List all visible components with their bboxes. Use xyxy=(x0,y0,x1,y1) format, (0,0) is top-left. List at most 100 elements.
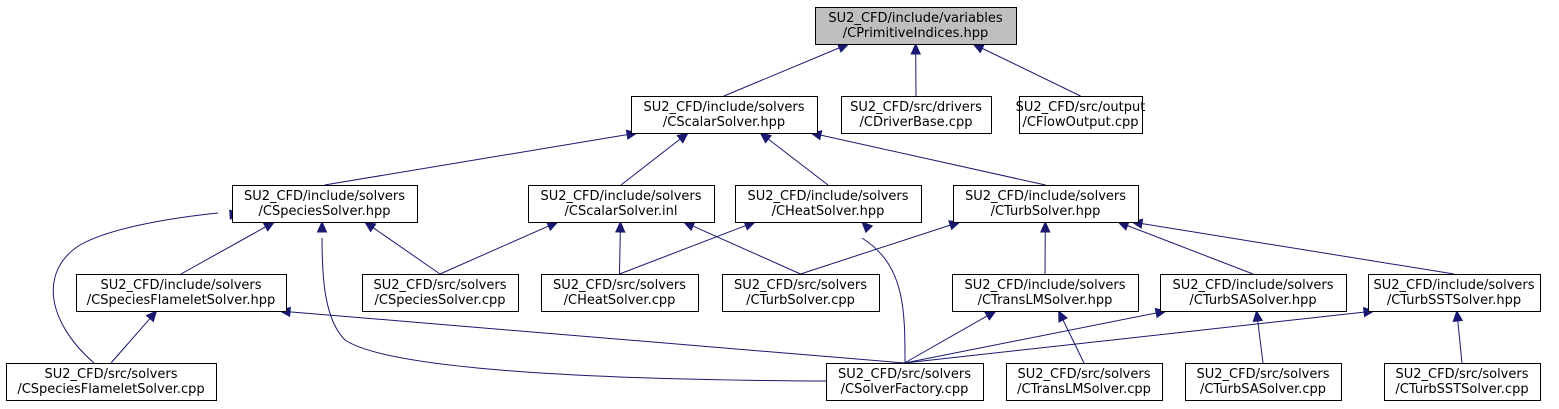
node-path-label: SU2_CFD/src/solvers xyxy=(1396,367,1529,382)
graph-node[interactable]: SU2_CFD/src/solvers/CTurbSASolver.cpp xyxy=(1185,363,1342,401)
graph-node[interactable]: SU2_CFD/include/solvers/CTurbSSTSolver.h… xyxy=(1368,274,1541,312)
node-path-label: SU2_CFD/src/solvers xyxy=(1197,367,1330,382)
node-path-label: SU2_CFD/include/solvers xyxy=(100,278,261,293)
node-file-label: /CSolverFactory.cpp xyxy=(841,382,969,397)
graph-node[interactable]: SU2_CFD/src/solvers/CSpeciesFlameletSolv… xyxy=(6,363,217,401)
node-box[interactable] xyxy=(1006,363,1163,401)
edge-n0-n3-line xyxy=(982,47,1081,97)
graph-node[interactable]: SU2_CFD/include/solvers/CScalarSolver.hp… xyxy=(631,96,818,134)
edge-n5-n10 xyxy=(615,220,626,275)
node-box[interactable] xyxy=(631,96,818,134)
node-file-label: /CScalarSolver.inl xyxy=(564,204,677,219)
edge-n4-n16-arrowhead xyxy=(316,220,328,233)
node-box[interactable] xyxy=(952,274,1139,312)
node-box[interactable] xyxy=(528,185,715,223)
node-box[interactable] xyxy=(735,185,922,223)
edge-n12-n16 xyxy=(904,310,997,364)
graph-node[interactable]: SU2_CFD/src/solvers/CTransLMSolver.cpp xyxy=(1006,363,1163,401)
node-path-label: SU2_CFD/src/solvers xyxy=(734,278,867,293)
node-file-label: /CSpeciesSolver.cpp xyxy=(375,293,506,308)
graph-node[interactable]: SU2_CFD/src/drivers/CDriverBase.cpp xyxy=(841,96,992,134)
edge-n1-n5-line xyxy=(620,138,681,186)
edge-n6-n16-line xyxy=(861,237,906,364)
graph-node[interactable]: SU2_CFD/include/solvers/CTransLMSolver.h… xyxy=(952,274,1139,312)
edge-n12-n17 xyxy=(1058,309,1085,364)
node-box[interactable] xyxy=(541,274,699,312)
graph-node[interactable]: SU2_CFD/src/solvers/CSpeciesSolver.cpp xyxy=(362,274,519,312)
edge-n7-n11 xyxy=(800,220,961,275)
node-box[interactable] xyxy=(1185,363,1342,401)
edge-n13-n18-arrowhead xyxy=(1252,309,1264,323)
edge-n13-n18 xyxy=(1252,309,1264,364)
edge-n5-n9-arrowhead xyxy=(545,221,559,232)
node-box[interactable] xyxy=(722,274,880,312)
edge-n4-n9-arrowhead xyxy=(363,221,377,233)
node-box[interactable] xyxy=(1160,274,1347,312)
node-box[interactable] xyxy=(841,96,992,134)
edge-n7-n14 xyxy=(1130,218,1455,275)
edge-n5-n10-line xyxy=(619,231,621,275)
graph-node[interactable]: SU2_CFD/include/solvers/CTurbSolver.hpp xyxy=(953,185,1139,223)
node-path-label: SU2_CFD/src/solvers xyxy=(553,278,686,293)
graph-node[interactable]: SU2_CFD/include/solvers/CTurbSASolver.hp… xyxy=(1160,274,1347,312)
edge-n12-n16-line xyxy=(904,315,988,364)
node-box xyxy=(815,7,1017,45)
node-file-label: /CSpeciesSolver.hpp xyxy=(258,204,390,219)
node-path-label: SU2_CFD/src/solvers xyxy=(45,367,178,382)
edge-n6-n10 xyxy=(619,220,757,275)
edge-n14-n19-arrowhead xyxy=(1452,309,1464,322)
node-path-label: SU2_CFD/src/drivers xyxy=(850,100,982,115)
node-file-label: /CTurbSolver.hpp xyxy=(991,204,1101,219)
edge-n0-n3-arrowhead xyxy=(972,43,985,54)
graph-node[interactable]: SU2_CFD/src/solvers/CSolverFactory.cpp xyxy=(826,363,984,401)
graph-node[interactable]: SU2_CFD/src/solvers/CHeatSolver.cpp xyxy=(541,274,699,312)
node-box[interactable] xyxy=(1019,96,1143,134)
graph-node[interactable]: SU2_CFD/include/solvers/CScalarSolver.in… xyxy=(528,185,715,223)
graph-node[interactable]: SU2_CFD/include/solvers/CSpeciesSolver.h… xyxy=(232,185,418,223)
edge-n8-n16 xyxy=(278,306,905,364)
node-path-label: SU2_CFD/src/solvers xyxy=(838,367,971,382)
node-file-label: /CHeatSolver.hpp xyxy=(772,204,885,219)
edge-n12-n17-arrowhead xyxy=(1058,309,1068,323)
node-file-label: /CTurbSSTSolver.hpp xyxy=(1387,293,1521,308)
edge-n4-n8 xyxy=(180,221,276,275)
graph-node[interactable]: SU2_CFD/include/solvers/CHeatSolver.hpp xyxy=(735,185,922,223)
edge-n7-n14-line xyxy=(1141,223,1455,275)
node-box[interactable] xyxy=(362,274,519,312)
node-file-label: /CScalarSolver.hpp xyxy=(663,115,785,130)
node-box[interactable] xyxy=(76,274,287,312)
graph-node[interactable]: SU2_CFD/include/solvers/CSpeciesFlamelet… xyxy=(76,274,287,312)
node-file-label: /CTurbSASolver.cpp xyxy=(1200,382,1326,397)
node-path-label: SU2_CFD/src/output xyxy=(1016,100,1146,115)
edge-n1-n6-line xyxy=(768,138,829,186)
node-box[interactable] xyxy=(826,363,984,401)
graph-node[interactable]: SU2_CFD/src/output/CFlowOutput.cpp xyxy=(1016,96,1146,134)
node-box[interactable] xyxy=(1384,363,1541,401)
edge-n5-n11-line xyxy=(692,225,801,275)
edge-n13-n16 xyxy=(904,307,1168,364)
node-box[interactable] xyxy=(6,363,217,401)
node-path-label: SU2_CFD/include/solvers xyxy=(1172,278,1333,293)
node-path-label: SU2_CFD/include/solvers xyxy=(540,189,701,204)
node-path-label: SU2_CFD/include/solvers xyxy=(244,189,405,204)
edge-n1-n5 xyxy=(620,132,689,186)
node-file-label: /CTurbSASolver.hpp xyxy=(1189,293,1316,308)
edge-n1-n6-arrowhead xyxy=(759,132,772,144)
node-box[interactable] xyxy=(232,185,418,223)
edge-n7-n11-line xyxy=(800,224,951,275)
edge-n8-n16-line xyxy=(289,311,905,364)
edge-n5-n11-arrowhead xyxy=(682,221,696,232)
graph-node[interactable]: SU2_CFD/src/solvers/CTurbSolver.cpp xyxy=(722,274,880,312)
node-file-label: /CDriverBase.cpp xyxy=(860,115,973,130)
node-path-label: SU2_CFD/src/solvers xyxy=(374,278,507,293)
node-box[interactable] xyxy=(1368,274,1541,312)
edge-n7-n12 xyxy=(1039,220,1051,275)
edge-n14-n19-line xyxy=(1457,320,1463,364)
graph-node[interactable]: SU2_CFD/src/solvers/CTurbSSTSolver.cpp xyxy=(1384,363,1541,401)
edge-n0-n1-line xyxy=(723,47,840,97)
node-file-label: /CSpeciesFlameletSolver.hpp xyxy=(87,293,275,308)
node-file-label: /CTurbSSTSolver.cpp xyxy=(1395,382,1528,397)
node-box[interactable] xyxy=(953,185,1139,223)
node-file-label: /CPrimitiveIndices.hpp xyxy=(843,26,988,41)
node-path-label: SU2_CFD/include/solvers xyxy=(965,189,1126,204)
